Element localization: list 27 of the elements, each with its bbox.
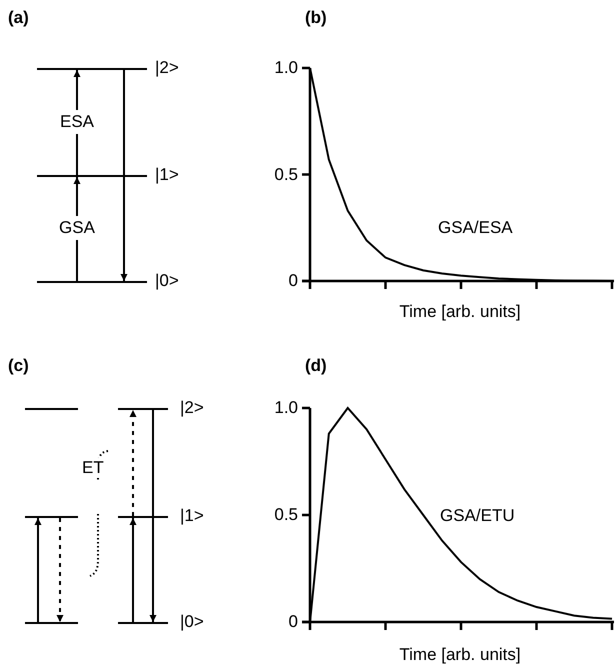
transfer-label: ET	[82, 458, 104, 478]
tick-label: 0.5	[274, 164, 298, 184]
panel-label: (d)	[305, 356, 327, 376]
edge-label: GSA	[59, 216, 95, 240]
tick-label: 0	[288, 271, 298, 291]
tick-label: 0	[288, 612, 298, 632]
arrow	[120, 70, 128, 281]
arrow	[150, 410, 156, 622]
state-label: |0>	[180, 612, 204, 632]
tick-label: 1.0	[274, 398, 298, 418]
tick-label: 1.0	[274, 58, 298, 78]
arrow	[130, 518, 136, 622]
state-label: |1>	[180, 506, 204, 526]
state-label: |2>	[155, 58, 179, 78]
state-label: |0>	[155, 271, 179, 291]
state-label: |2>	[180, 398, 204, 418]
panel-label: (c)	[8, 356, 29, 376]
state-label: |1>	[155, 165, 179, 185]
dashed-arrow	[130, 410, 136, 516]
axis-title: Time [arb. units]	[399, 645, 521, 665]
edge-label: ESA	[60, 110, 94, 134]
panel-label: (b)	[305, 8, 327, 28]
axis-title: Time [arb. units]	[399, 302, 521, 322]
panel-label: (a)	[8, 8, 29, 28]
tick-label: 0.5	[274, 505, 298, 525]
dashed-arrow	[56, 518, 64, 622]
arrow	[34, 518, 42, 622]
